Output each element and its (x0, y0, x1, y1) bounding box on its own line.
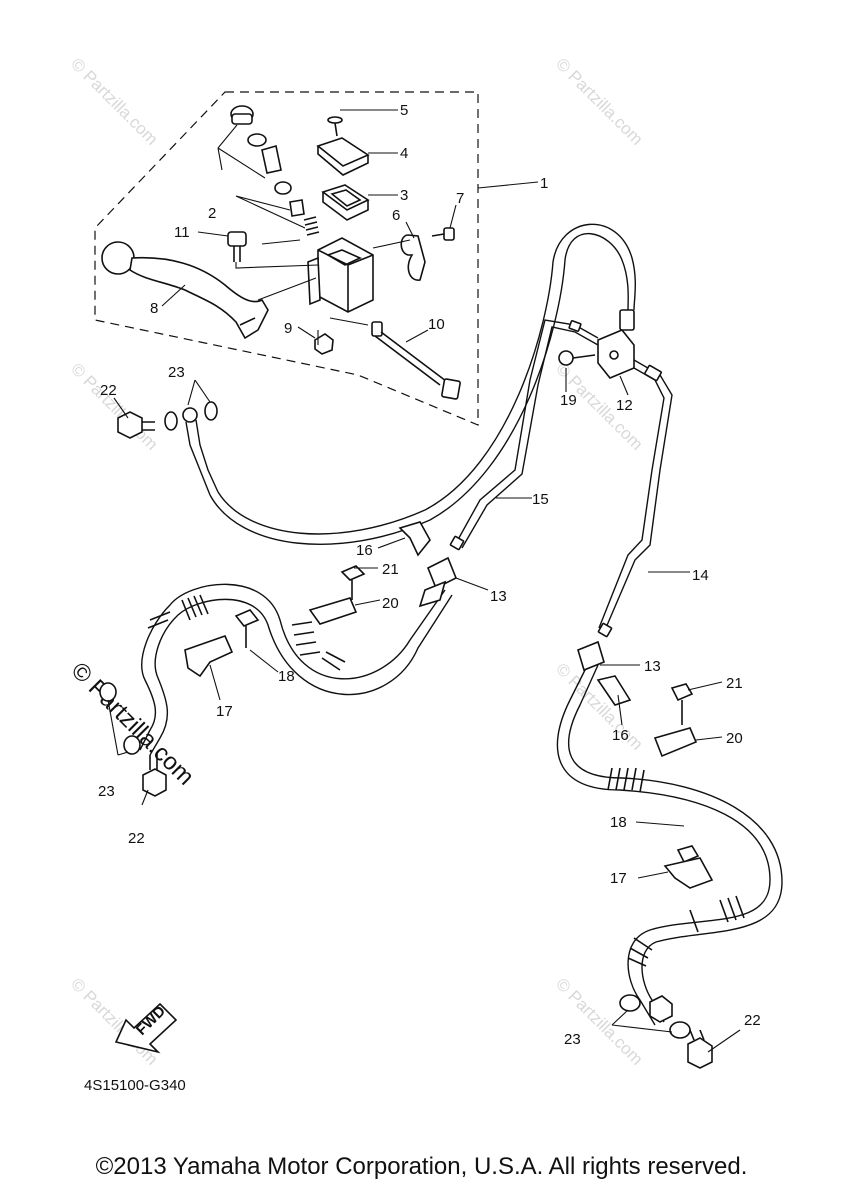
callout-21-right: 21 (726, 675, 743, 692)
callout-4: 4 (400, 145, 408, 162)
banjo-fitting (182, 407, 198, 423)
callout-18-right: 18 (610, 814, 627, 831)
washer (204, 401, 218, 421)
piston-kit-parts (217, 105, 320, 245)
callout-1: 1 (540, 175, 548, 192)
callout-9: 9 (284, 320, 292, 337)
watermark: © Partzilla.com (552, 974, 646, 1068)
brake-lever (101, 241, 269, 340)
callout-3: 3 (400, 187, 408, 204)
callout-10: 10 (428, 316, 445, 333)
callout-17-right: 17 (610, 870, 627, 887)
callout-21-left: 21 (382, 561, 399, 578)
hose-fitting (619, 309, 635, 331)
callout-13-left: 13 (490, 588, 507, 605)
callout-16-right: 16 (612, 727, 629, 744)
watermark: © Partzilla.com (67, 359, 161, 453)
screw-5 (327, 116, 343, 137)
callout-20-left: 20 (382, 595, 399, 612)
brake-switch (371, 321, 461, 400)
callout-13-right: 13 (644, 658, 661, 675)
fwd-arrow-icon: FWD (114, 1003, 178, 1054)
callout-23-right: 23 (564, 1031, 581, 1048)
holder (400, 234, 426, 281)
callout-2: 2 (208, 205, 216, 222)
callout-7: 7 (456, 190, 464, 207)
callout-20-right: 20 (726, 730, 743, 747)
brake-pipe-left (454, 319, 599, 546)
callout-22-upper: 22 (100, 382, 117, 399)
brake-hose-right (556, 640, 783, 1069)
leader-lines (113, 109, 741, 1053)
callout-22-left: 22 (128, 830, 145, 847)
callout-17-left: 17 (216, 703, 233, 720)
callout-6: 6 (392, 207, 400, 224)
watermark: © Partzilla.com (67, 54, 161, 148)
watermark: © Partzilla.com (552, 54, 646, 148)
callout-23-left: 23 (98, 783, 115, 800)
callout-12: 12 (616, 397, 633, 414)
bolt-7 (431, 227, 455, 241)
brake-hose-left (99, 521, 458, 797)
callout-11: 11 (174, 224, 190, 241)
callouts: 5 4 3 1 2 6 7 11 8 9 10 23 22 19 12 15 1… (98, 102, 761, 1048)
callout-22-right: 22 (744, 1012, 761, 1029)
callout-8: 8 (150, 300, 158, 317)
callout-23-upper: 23 (168, 364, 185, 381)
callout-18-left: 18 (278, 668, 295, 685)
callout-15: 15 (532, 491, 549, 508)
callout-5: 5 (400, 102, 408, 119)
copyright-notice: ©2013 Yamaha Motor Corporation, U.S.A. A… (95, 1153, 748, 1180)
callout-16-left: 16 (356, 542, 373, 559)
callout-19: 19 (560, 392, 577, 409)
joint-bolt (558, 350, 596, 366)
watermarks: © Partzilla.com © Partzilla.com © Partzi… (66, 54, 647, 1068)
diagram-code: 4S15100-G340 (84, 1077, 186, 1094)
reservoir-cap (316, 137, 370, 167)
banjo-bolt-upper (117, 411, 155, 439)
callout-14: 14 (692, 567, 709, 584)
washer (164, 411, 178, 431)
brake-joint (597, 329, 635, 379)
nut (314, 333, 334, 355)
watermark-large: © Partzilla.com (66, 657, 199, 790)
master-cylinder-assembly (101, 105, 461, 400)
master-cylinder-body (307, 237, 374, 313)
pivot-bolt (227, 231, 247, 262)
hose-upper-fitting (185, 421, 211, 496)
